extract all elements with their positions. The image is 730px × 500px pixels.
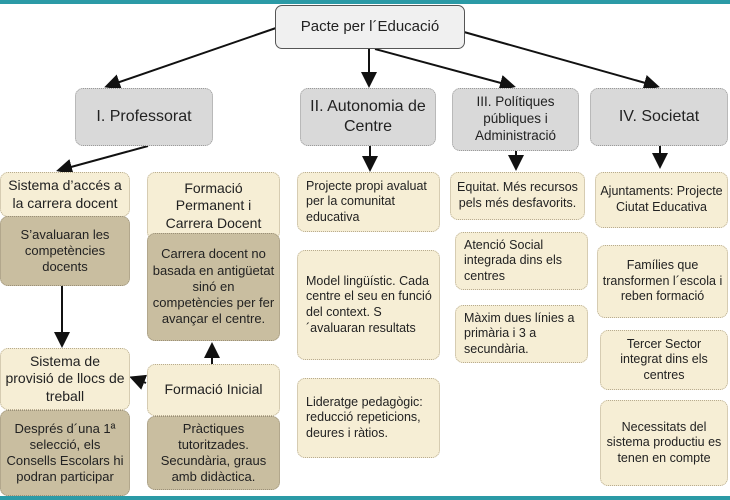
node-provisio: Sistema de provisió de llocs de treball — [0, 348, 130, 410]
category-societat: IV. Societat — [590, 88, 728, 146]
root-node: Pacte per l´Educació — [275, 5, 465, 49]
bottom-border — [0, 496, 730, 500]
node-acces-detail: S’avaluaran les competències docents — [0, 216, 130, 286]
arrow — [104, 27, 277, 90]
node-politiques-1: Equitat. Més recursos pels més desfavori… — [450, 172, 585, 220]
node-societat-2: Famílies que transformen l´escola i rebe… — [597, 245, 728, 318]
arrow — [129, 374, 148, 390]
category-professorat: I. Professorat — [75, 88, 213, 146]
category-politiques: III. Polítiques públiques i Administraci… — [452, 88, 579, 151]
top-border — [0, 0, 730, 4]
node-politiques-2: Atenció Social integrada dins els centre… — [455, 232, 588, 290]
arrow — [463, 31, 660, 91]
node-acces: Sistema d’accés a la carrera docent — [0, 172, 130, 217]
node-permanent-detail: Carrera docent no basada en antigüetat s… — [147, 233, 280, 341]
node-societat-3: Tercer Sector integrat dins els centres — [600, 330, 728, 390]
node-societat-1: Ajuntaments: Projecte Ciutat Educativa — [595, 172, 728, 228]
node-autonomia-1: Projecte propi avaluat per la comunitat … — [297, 172, 440, 232]
node-societat-4: Necessitats del sistema productiu es ten… — [600, 400, 728, 486]
node-politiques-3: Màxim dues línies a primària i 3 a secun… — [455, 305, 588, 363]
category-autonomia: II. Autonomia de Centre — [300, 88, 436, 146]
node-autonomia-2: Model lingüístic. Cada centre el seu en … — [297, 250, 440, 360]
arrow — [374, 48, 516, 91]
node-inicial: Formació Inicial — [147, 364, 280, 416]
node-provisio-detail: Després d´una 1ª selecció, els Consells … — [0, 410, 130, 496]
node-autonomia-3: Lideratge pedagògic: reducció repeticion… — [297, 378, 440, 458]
node-inicial-detail: Pràctiques tutoritzades. Secundària, gra… — [147, 416, 280, 490]
node-permanent: Formació Permanent i Carrera Docent — [147, 172, 280, 240]
arrow — [56, 145, 149, 175]
